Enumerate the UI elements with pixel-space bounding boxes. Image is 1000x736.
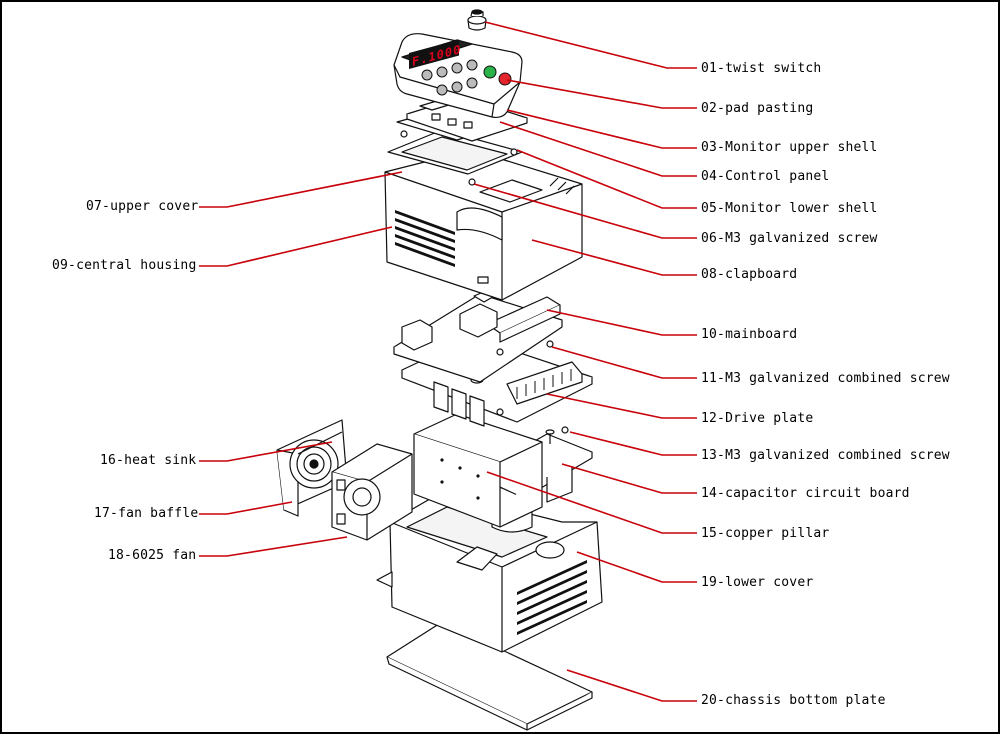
- keypad-button: [436, 84, 448, 96]
- label-mainboard: 10-mainboard: [701, 327, 798, 342]
- red-stop-button: [498, 72, 512, 86]
- lower-cover-vents: [517, 560, 587, 635]
- leader-line: [566, 669, 697, 702]
- label-copper-pillar: 15-copper pillar: [701, 526, 830, 541]
- leader-lines: [199, 21, 697, 702]
- label-upper-cover: 07-upper cover: [86, 199, 199, 214]
- leader-line: [499, 121, 697, 177]
- keypad-button: [451, 62, 463, 74]
- label-lower-cover: 19-lower cover: [701, 575, 814, 590]
- leader-line: [531, 239, 697, 276]
- keypad-button: [436, 66, 448, 78]
- green-run-button: [483, 65, 497, 79]
- leader-line: [484, 21, 697, 69]
- label-monitor-upper-shell: 03-Monitor upper shell: [701, 140, 878, 155]
- keypad-button: [421, 69, 433, 81]
- leader-line: [199, 226, 393, 267]
- keypad-button: [451, 81, 463, 93]
- label-heat-sink: 16-heat sink: [100, 453, 197, 468]
- mainboard-part: [393, 289, 563, 383]
- keypad-button: [466, 77, 478, 89]
- twist-switch-part: [467, 9, 487, 31]
- label-fan-baffle: 17-fan baffle: [94, 506, 199, 521]
- leader-line: [576, 551, 697, 583]
- central-housing-part: [384, 149, 583, 301]
- chassis-bottom-plate-part: [386, 621, 593, 731]
- label-m3-combined-screw-11: 11-M3 galvanized combined screw: [701, 371, 950, 386]
- leader-line: [551, 346, 697, 379]
- label-central-housing: 09-central housing: [52, 258, 197, 273]
- label-pad-pasting: 02-pad pasting: [701, 101, 814, 116]
- leader-line: [569, 431, 697, 456]
- label-clapboard: 08-clapboard: [701, 267, 798, 282]
- label-control-panel: 04-Control panel: [701, 169, 830, 184]
- label-m3-combined-screw-13: 13-M3 galvanized combined screw: [701, 448, 950, 463]
- label-drive-plate: 12-Drive plate: [701, 411, 814, 426]
- label-monitor-lower-shell: 05-Monitor lower shell: [701, 201, 878, 216]
- leader-line: [199, 441, 333, 462]
- fan-6025-part: [331, 443, 413, 541]
- central-housing-vents: [395, 210, 455, 267]
- lower-cover-part: [376, 491, 603, 653]
- leader-line: [546, 309, 697, 336]
- leader-line: [546, 393, 697, 419]
- leader-line: [561, 463, 697, 494]
- leader-line: [199, 171, 403, 208]
- keypad-button: [466, 59, 478, 71]
- label-6025-fan: 18-6025 fan: [108, 548, 197, 563]
- leader-line: [473, 183, 697, 239]
- label-chassis-bottom-plate: 20-chassis bottom plate: [701, 693, 886, 708]
- label-twist-switch: 01-twist switch: [701, 61, 822, 76]
- control-panel-part: [406, 96, 528, 142]
- leader-line: [199, 536, 348, 557]
- label-capacitor-circuit-board: 14-capacitor circuit board: [701, 486, 910, 501]
- label-m3-galvanized-screw: 06-M3 galvanized screw: [701, 231, 878, 246]
- leader-line: [506, 109, 697, 149]
- leader-line: [199, 501, 293, 515]
- leader-line: [486, 471, 697, 534]
- leader-line: [516, 149, 697, 209]
- leader-line: [506, 79, 697, 109]
